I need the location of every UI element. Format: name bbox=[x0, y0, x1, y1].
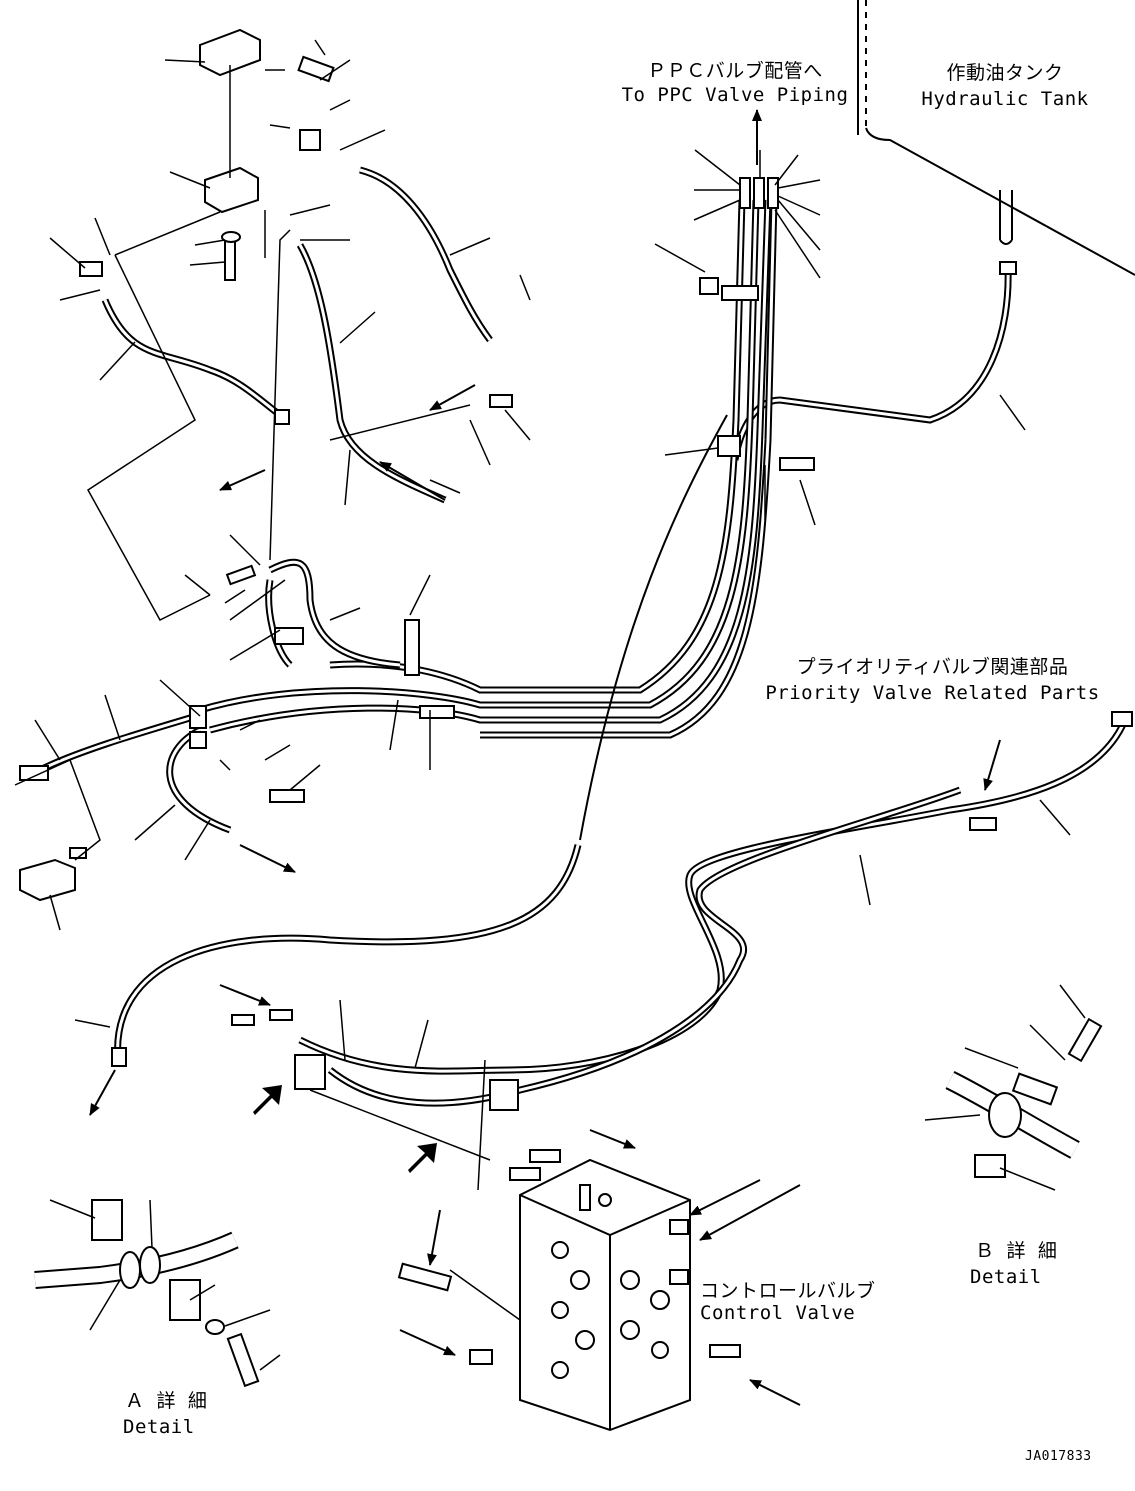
control-valve-label-en: Control Valve bbox=[700, 1302, 856, 1324]
drawing-number: JA017833 bbox=[1025, 1449, 1092, 1464]
detail-b-label-en: Detail bbox=[970, 1266, 1042, 1288]
reference-lines bbox=[14, 65, 521, 1321]
detail-a-label-jp: Ａ 詳 細 bbox=[125, 1390, 208, 1412]
tank-label-jp: 作動油タンク bbox=[946, 62, 1064, 84]
priority-label-en: Priority Valve Related Parts bbox=[765, 682, 1100, 704]
priority-label-jp: プライオリティバルブ関連部品 bbox=[796, 656, 1069, 678]
leader-lines bbox=[34, 39, 1086, 1371]
tank-label-en: Hydraulic Tank bbox=[921, 88, 1089, 110]
hydraulic-tank bbox=[857, 0, 1135, 276]
ppc-label-en: To PPC Valve Piping bbox=[621, 84, 849, 106]
detail-b-label-jp: Ｂ 詳 細 bbox=[975, 1240, 1058, 1262]
flow-arrows bbox=[89, 109, 1001, 1406]
view-arrows bbox=[253, 1085, 437, 1173]
ppc-label-jp: ＰＰＣバルブ配管へ bbox=[647, 60, 823, 82]
hoses bbox=[34, 166, 1129, 1289]
control-valve bbox=[519, 1158, 691, 1432]
detail-a-label-en: Detail bbox=[123, 1416, 195, 1438]
control-valve-label-jp: コントロールバルブ bbox=[700, 1280, 876, 1302]
fittings bbox=[19, 28, 1133, 1388]
